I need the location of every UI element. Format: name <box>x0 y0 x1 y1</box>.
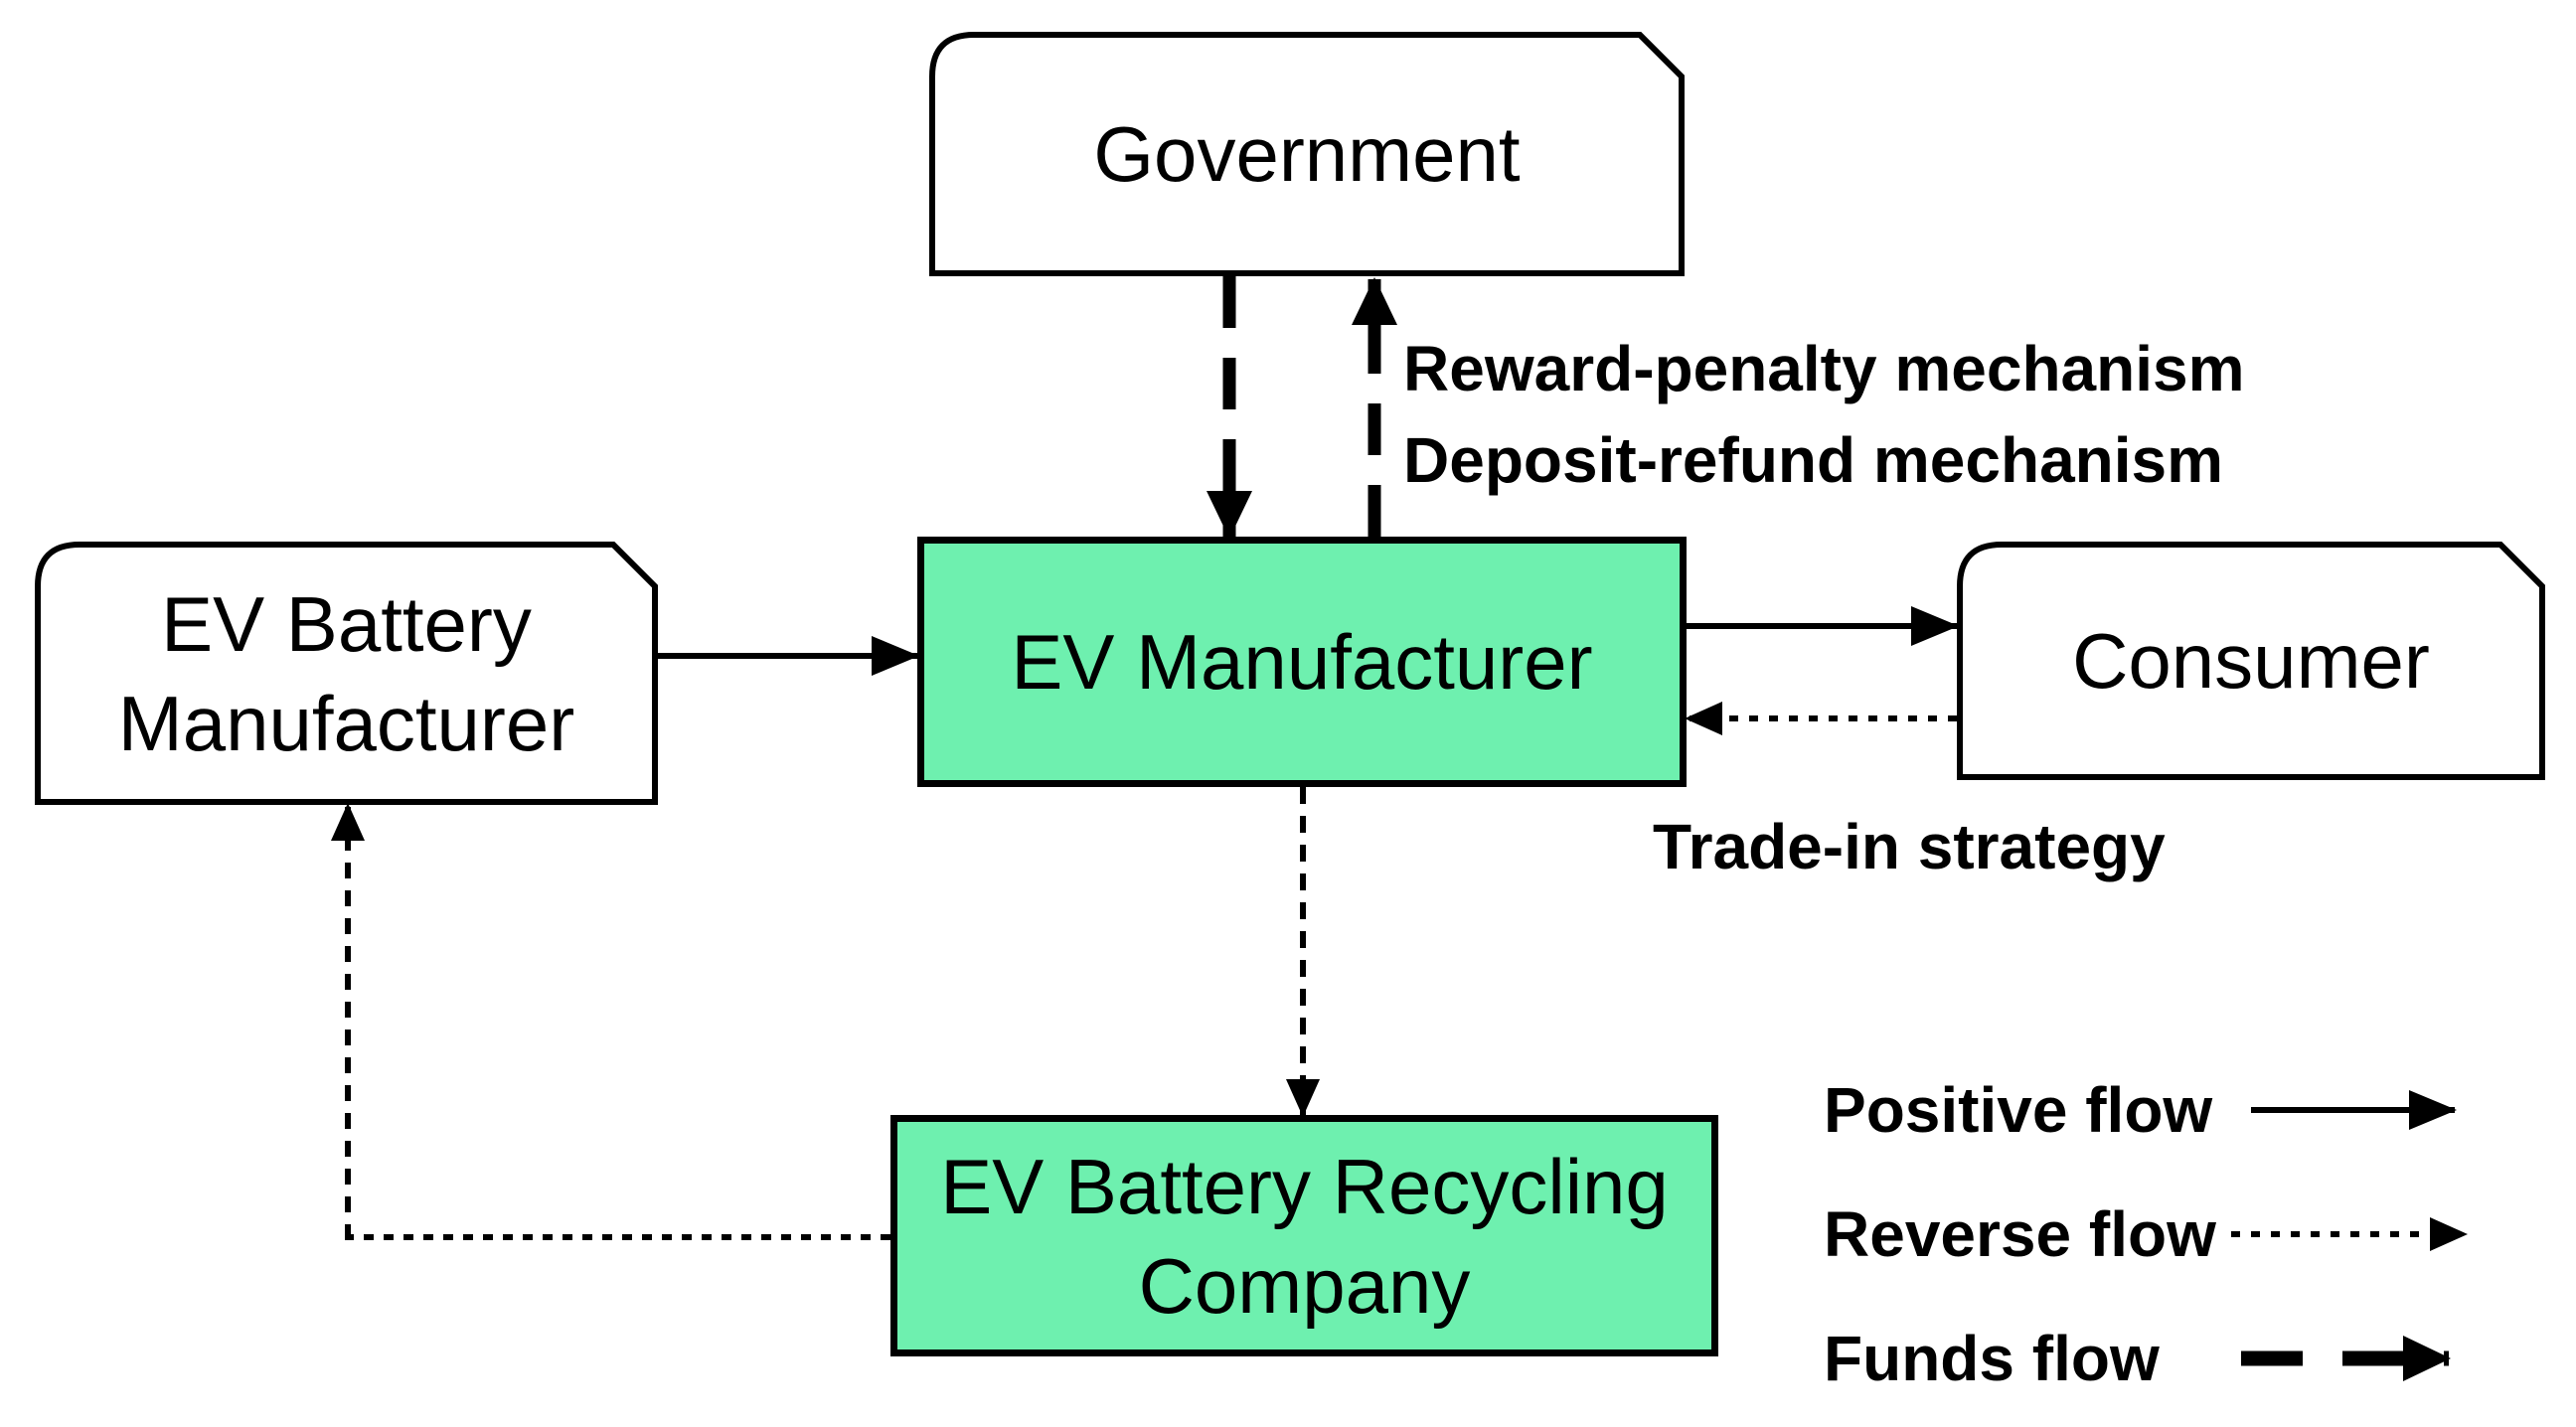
consumer-box-shape <box>1957 542 2545 780</box>
ev-battery-manufacturer-box: EV Battery Manufacturer <box>35 542 658 805</box>
consumer-box: Consumer <box>1957 542 2545 780</box>
ev-manufacturer-box-label: EV Manufacturer <box>1011 618 1593 706</box>
legend-funds-flow-label: Funds flow <box>1824 1323 2160 1394</box>
government-box-shape <box>929 32 1685 276</box>
ev-battery-manufacturer-box-label: EV Battery Manufacturer <box>117 579 575 767</box>
ev-manufacturer-box: EV Manufacturer <box>917 537 1687 787</box>
trade-in-strategy-label: Trade-in strategy <box>1653 811 2166 882</box>
government-mechanisms-label: Reward-penalty mechanism Deposit-refund … <box>1403 333 2245 496</box>
legend-positive-flow-label: Positive flow <box>1824 1074 2213 1146</box>
legend-reverse-flow-label: Reverse flow <box>1824 1198 2216 1270</box>
ev-battery-recycling-company-box-label: EV Battery Recycling Company <box>940 1142 1669 1330</box>
ev-battery-recycling-company-box: EV Battery Recycling Company <box>890 1115 1718 1356</box>
ev-battery-manufacturer-box-shape <box>35 542 658 805</box>
government-box: Government <box>929 32 1685 276</box>
government-box-label: Government <box>1093 110 1521 198</box>
consumer-box-label: Consumer <box>2072 617 2430 705</box>
